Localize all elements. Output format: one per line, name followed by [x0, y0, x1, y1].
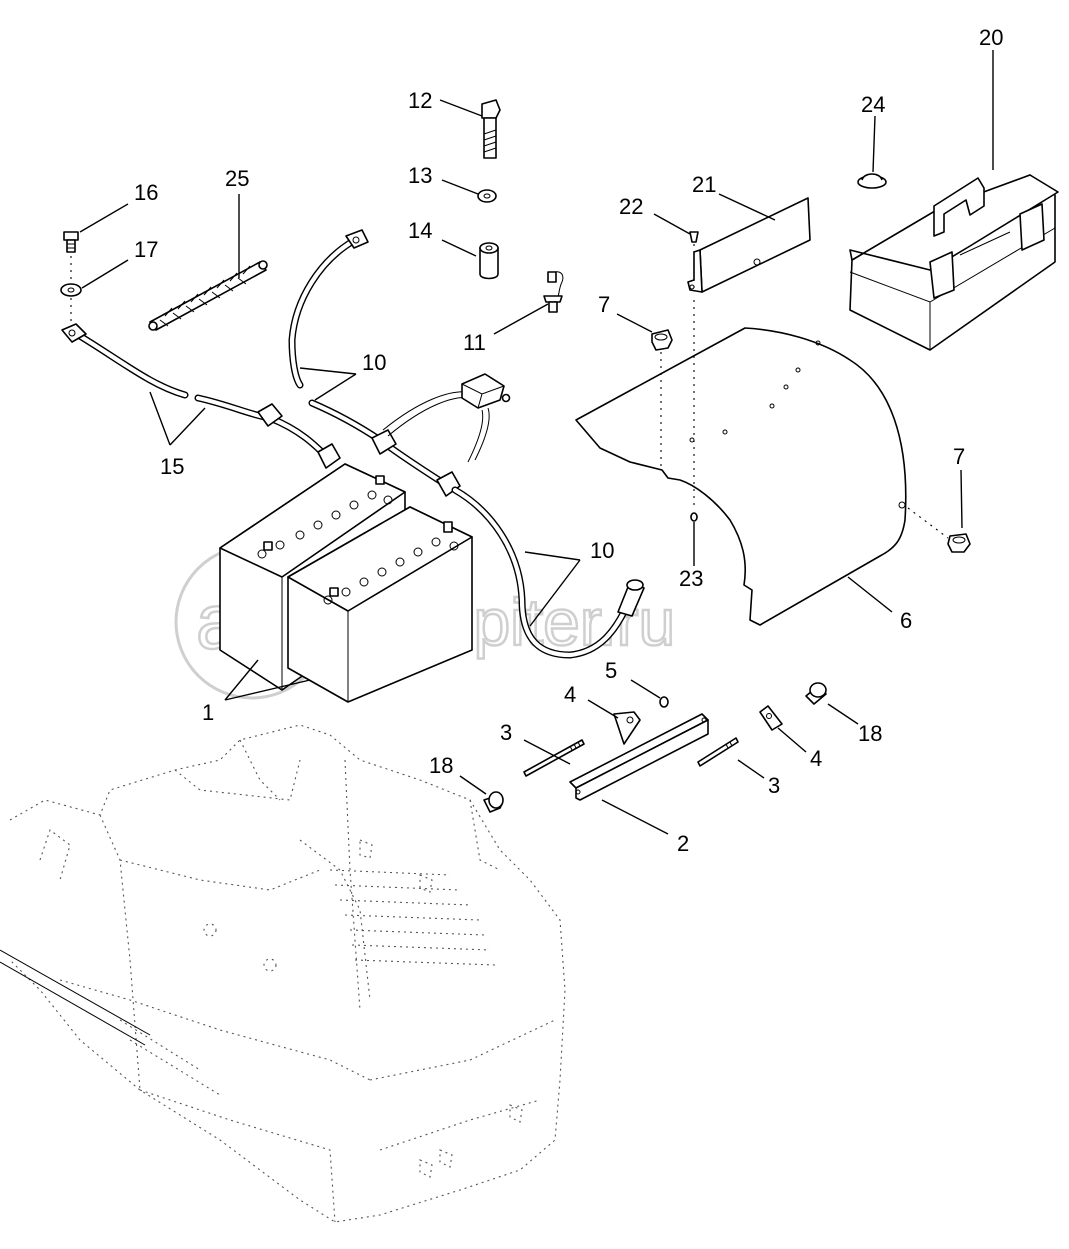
callout-11: 11 [463, 330, 486, 355]
bolt-16 [63, 231, 79, 253]
callout-21: 21 [692, 172, 716, 197]
callout-2: 2 [677, 831, 689, 856]
frame-rail-line-2 [0, 961, 146, 1046]
cover-panel-6 [575, 327, 907, 626]
bracket-21 [687, 197, 811, 293]
callout-12: 12 [408, 88, 432, 113]
spacer-14 [479, 242, 499, 280]
callout-20: 20 [979, 25, 1003, 50]
callout-16: 16 [134, 180, 158, 205]
screw-23 [690, 512, 698, 522]
callout-15: 15 [160, 454, 184, 479]
callout-6: 6 [900, 608, 912, 633]
callout-10-upper: 10 [362, 350, 386, 375]
nut-7-side-axis [907, 507, 949, 539]
nut-7-side [947, 533, 971, 553]
callout-18-right: 18 [858, 721, 882, 746]
grommet-18-right [805, 682, 827, 705]
callout-10-lower: 10 [590, 538, 614, 563]
leader-lines [79, 50, 994, 835]
bolt-12 [481, 99, 501, 159]
washer-17 [60, 283, 82, 297]
hold-down-bar-2 [569, 713, 709, 801]
battery-cable-10-lower [451, 486, 645, 659]
bracket-4-left [613, 711, 641, 745]
callout-23: 23 [679, 566, 703, 591]
switch-11 [543, 271, 564, 313]
callout-14: 14 [408, 218, 432, 243]
callout-22: 22 [619, 194, 643, 219]
cable-junction-block [382, 373, 511, 463]
vehicle-frame-outline [9, 724, 566, 1223]
callout-17: 17 [134, 237, 158, 262]
callout-4-left: 4 [564, 682, 576, 707]
rod-3-right [697, 737, 739, 767]
ground-strap [148, 260, 268, 331]
grommet-18-left [483, 791, 504, 813]
nut-7-top [651, 329, 673, 351]
frame-rail-line [0, 949, 151, 1036]
callout-7-top: 7 [598, 292, 610, 317]
battery-cable-15 [61, 323, 341, 469]
callout-18-left: 18 [429, 753, 453, 778]
callout-25: 25 [225, 166, 249, 191]
callout-1: 1 [202, 700, 214, 725]
callout-5: 5 [605, 658, 617, 683]
battery-front [287, 506, 473, 703]
washer-13 [477, 189, 497, 203]
callout-4-right: 4 [810, 746, 822, 771]
callout-13: 13 [408, 163, 432, 188]
nut-5 [659, 696, 669, 708]
screw-22 [689, 231, 699, 243]
callout-24: 24 [861, 92, 885, 117]
tool-box-20 [849, 174, 1059, 351]
callout-3-left: 3 [500, 720, 512, 745]
bracket-4-right [759, 705, 783, 731]
knob-24 [857, 173, 887, 189]
callout-7-side: 7 [953, 444, 965, 469]
callout-3-right: 3 [768, 773, 780, 798]
battery-cable-10-upper [288, 229, 461, 497]
rod-3-left [523, 739, 585, 777]
